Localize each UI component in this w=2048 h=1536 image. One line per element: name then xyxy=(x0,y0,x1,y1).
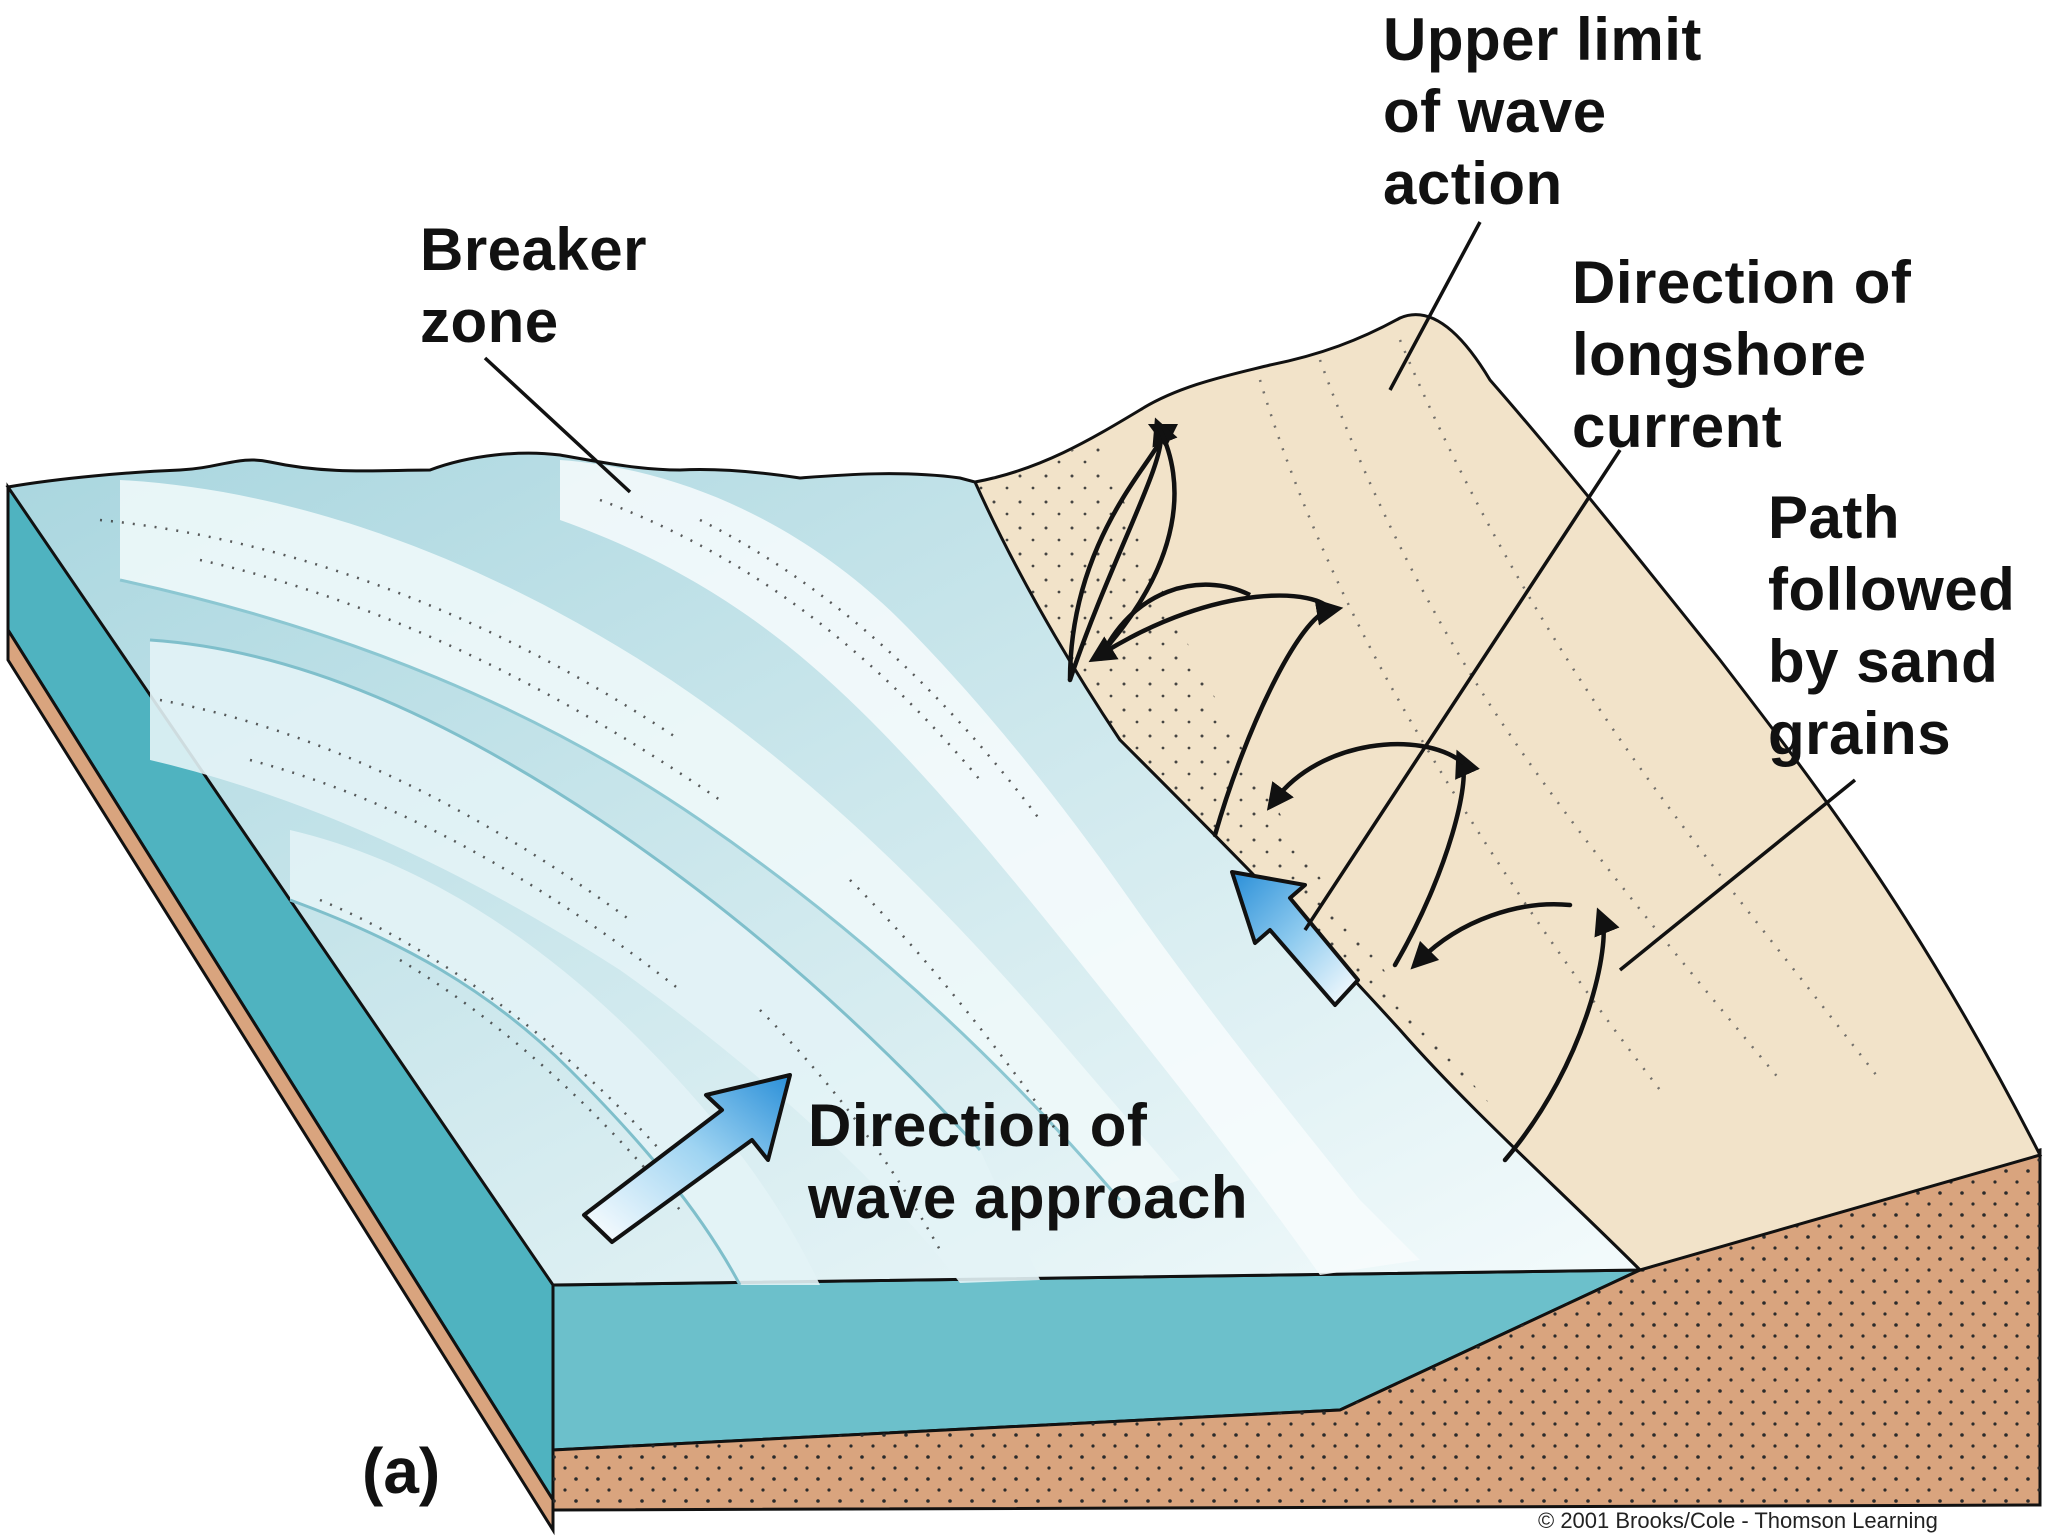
wave-crest-2 xyxy=(150,640,1040,1283)
panel-label: (a) xyxy=(362,1435,441,1507)
label-breaker-zone: Breaker zone xyxy=(420,216,648,355)
label-longshore-current: Direction of longshore current xyxy=(1572,249,1912,460)
leader-lines xyxy=(483,221,1857,972)
wave-approach-arrow xyxy=(582,1073,792,1244)
label-wave-approach: Direction of wave approach xyxy=(808,1092,1249,1231)
label-upper-limit: Upper limit of wave action xyxy=(1383,6,1702,217)
wave-crest-1 xyxy=(120,480,1180,1200)
label-sand-path: Path followed by sand grains xyxy=(1768,484,2016,767)
copyright-notice: © 2001 Brooks/Cole - Thomson Learning xyxy=(1538,1508,1938,1533)
longshore-current-arrow xyxy=(1230,870,1360,1007)
swash-zone xyxy=(975,440,1640,1270)
breaker-crest-1 xyxy=(560,460,1420,1275)
sediment-left-strip xyxy=(6,624,555,1536)
